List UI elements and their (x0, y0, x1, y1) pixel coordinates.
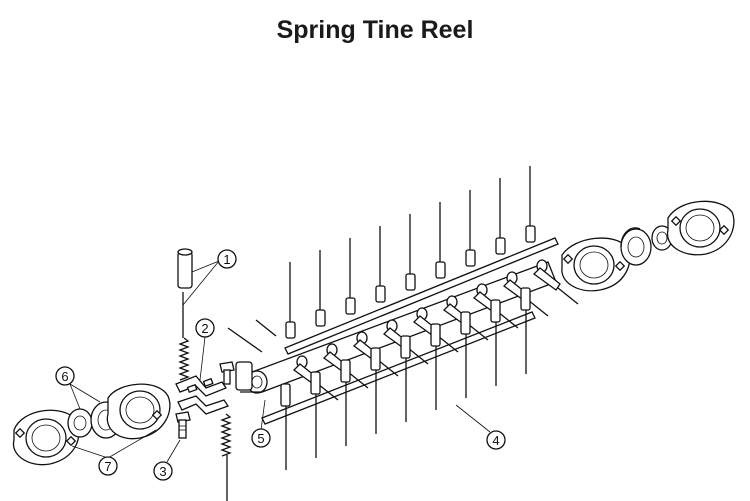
callout-2: 2 (195, 318, 215, 338)
tine-holder (465, 249, 476, 267)
tine-holder (345, 297, 356, 315)
mount-bolt (175, 411, 191, 439)
diagonal-tine (347, 371, 369, 389)
callout-7: 7 (98, 456, 118, 476)
lower-tine-holder (520, 287, 531, 311)
callout-3: 3 (153, 461, 173, 481)
callout-5-label: 5 (257, 431, 264, 446)
lower-tine-holder (430, 323, 441, 347)
lower-tine-holder (460, 311, 471, 335)
diagonal-tine (557, 287, 579, 305)
tine-holder (435, 261, 446, 279)
lower-spring (220, 413, 232, 501)
tine-holder (375, 285, 386, 303)
diagonal-tine (527, 299, 549, 317)
tine-holder (405, 273, 416, 291)
left-collar (67, 408, 93, 438)
diagram-title: Spring Tine Reel (276, 16, 474, 44)
tine-holder (495, 237, 506, 255)
end-tine (227, 327, 263, 353)
callout-4: 4 (486, 430, 506, 450)
diagonal-tine (407, 347, 429, 365)
callout-1: 1 (217, 249, 237, 269)
spring-tines (227, 166, 579, 470)
callout-5: 5 (251, 428, 271, 448)
spring-sleeve (177, 248, 193, 381)
callout-6-label: 6 (61, 369, 68, 384)
end-tine (255, 319, 277, 337)
tine-holder (525, 225, 536, 243)
callout-3-label: 3 (159, 464, 166, 479)
right-outer-flange (666, 200, 735, 256)
tine-clamp (175, 375, 229, 415)
tine-arm (533, 267, 561, 291)
lower-tine-holder (400, 335, 411, 359)
tine-holder (315, 309, 326, 327)
diagonal-tine (497, 311, 519, 329)
left-outer-flange (12, 409, 80, 466)
tine-holder (285, 321, 296, 339)
upper-tine-bar (284, 237, 559, 355)
left-inner-flange (106, 383, 171, 440)
lower-tine-holder (310, 371, 321, 395)
callout-2-label: 2 (201, 321, 208, 336)
callout-4-label: 4 (492, 433, 499, 448)
lower-tine-holder (280, 383, 291, 407)
callout-6: 6 (55, 366, 75, 386)
lower-tine-holder (490, 299, 501, 323)
diagonal-tine (317, 383, 339, 401)
lower-tine-holder (370, 347, 381, 371)
diagonal-tine (437, 335, 459, 353)
lower-tine-holder (340, 359, 351, 383)
leader-lines (69, 260, 491, 463)
lower-tine-bar (261, 311, 536, 425)
diagonal-tine (467, 323, 489, 341)
right-bearing-flange (561, 237, 631, 292)
diagonal-tine (377, 359, 399, 377)
right-bearing (620, 227, 652, 266)
clamp-bolt (219, 361, 235, 385)
callout-7-label: 7 (104, 459, 111, 474)
callout-1-label: 1 (223, 252, 230, 267)
